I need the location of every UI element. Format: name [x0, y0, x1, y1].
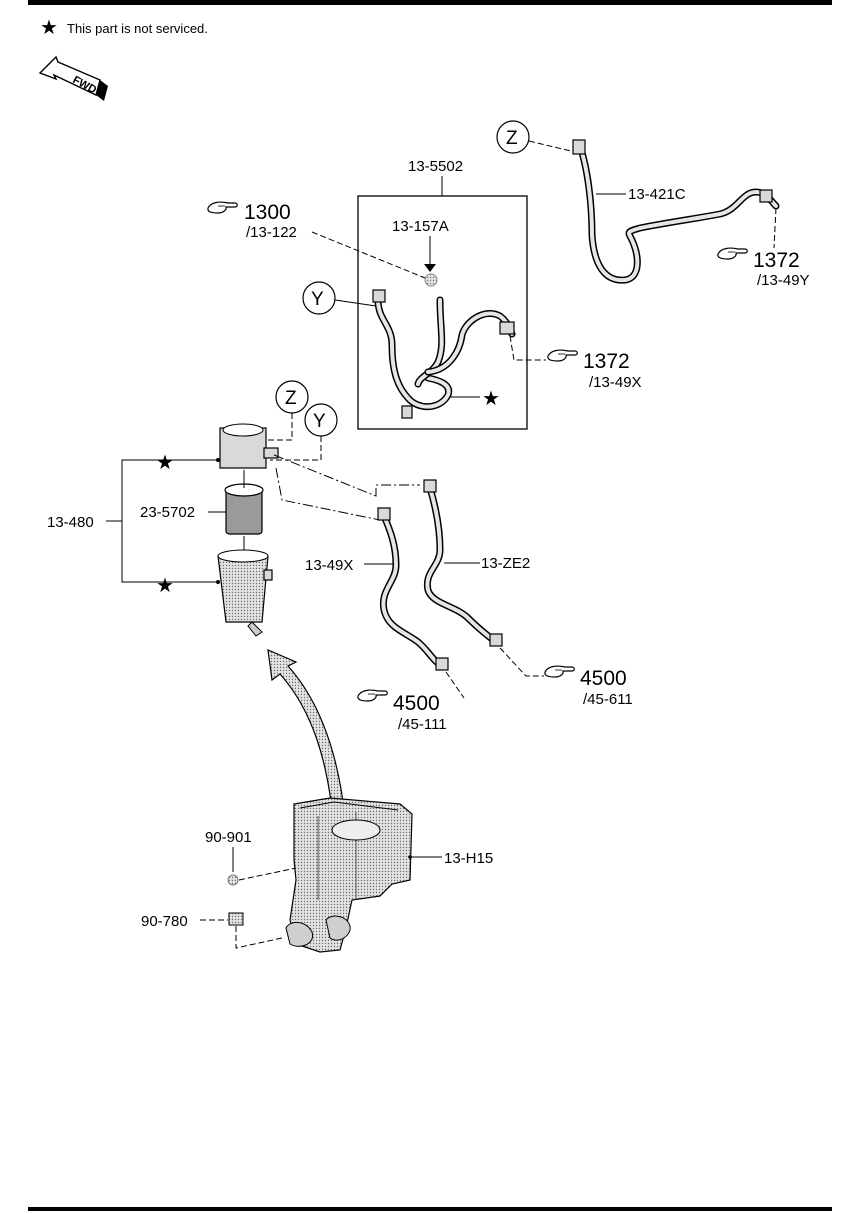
ref-4500-611: 4500 — [580, 667, 627, 690]
hose-13-421c — [572, 139, 780, 284]
legend-note: This part is not serviced. — [67, 21, 208, 36]
filter-element-23-5702 — [224, 483, 264, 535]
svg-text:Y: Y — [313, 411, 326, 432]
label-13-157a: 13-157A — [392, 218, 449, 235]
label-13-49x: 13-49X — [305, 557, 353, 574]
housing-13-h15 — [285, 797, 413, 953]
hose-13-ze2 — [423, 479, 503, 647]
hose-assembly-13-5502 — [372, 289, 516, 419]
legend-star-icon: ★ — [40, 17, 58, 39]
star-marker-cap: ★ — [156, 452, 174, 474]
label-90-780: 90-780 — [141, 913, 188, 930]
label-13-5502: 13-5502 — [408, 158, 463, 175]
ref-1372-x: 1372 — [583, 350, 630, 373]
label-13-421c: 13-421C — [628, 186, 686, 203]
ref-1372-x-sub: /13-49X — [589, 374, 642, 391]
top-rule — [28, 0, 832, 5]
callout-z-upper — [496, 120, 530, 154]
ref-1300-sub: /13-122 — [246, 224, 297, 241]
callout-y-upper — [302, 281, 336, 315]
filter-bowl — [217, 549, 273, 637]
ref-1372-y: 1372 — [753, 249, 800, 272]
label-13-480: 13-480 — [47, 514, 94, 531]
ref-1372-y-sub: /13-49Y — [757, 272, 810, 289]
ref-4500-611-sub: /45-611 — [583, 691, 633, 708]
hose-13-49x — [377, 507, 449, 671]
star-marker-bowl: ★ — [156, 575, 174, 597]
clip-90-901 — [227, 874, 239, 886]
label-13-ze2: 13-ZE2 — [481, 555, 530, 572]
svg-text:Z: Z — [285, 388, 297, 409]
clip-90-780 — [228, 912, 244, 926]
ref-1300: 1300 — [244, 201, 291, 224]
label-23-5702: 23-5702 — [140, 504, 195, 521]
label-90-901: 90-901 — [205, 829, 252, 846]
ref-4500-111-sub: /45-111 — [398, 716, 447, 733]
filter-cap — [219, 423, 279, 469]
svg-text:Z: Z — [506, 128, 518, 149]
ref-4500-111: 4500 — [393, 692, 440, 715]
svg-text:Y: Y — [311, 289, 324, 310]
bottom-rule — [28, 1207, 832, 1211]
label-13-h15: 13-H15 — [444, 850, 493, 867]
fwd-arrow-icon: FWD — [38, 55, 108, 101]
clip-13-157a — [424, 273, 438, 287]
star-marker-13-5502: ★ — [482, 388, 500, 410]
